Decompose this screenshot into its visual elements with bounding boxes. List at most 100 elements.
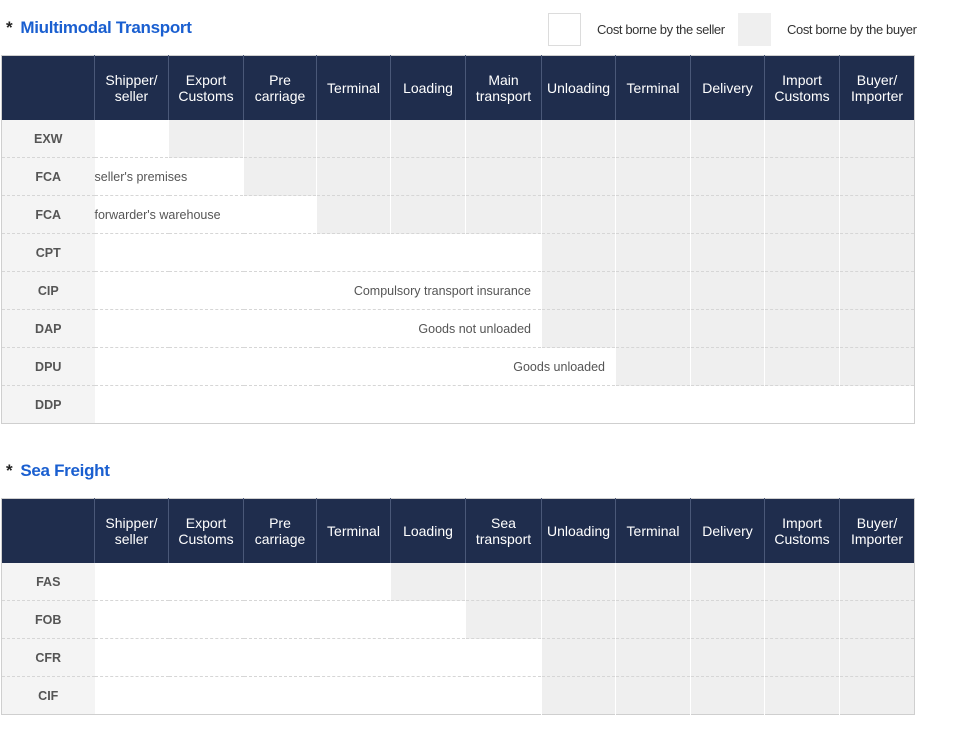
buyer-cost-cell bbox=[839, 233, 915, 272]
column-header: Unloading bbox=[541, 498, 616, 563]
incoterm-label: FCA bbox=[1, 195, 95, 234]
buyer-cost-cell bbox=[690, 600, 765, 639]
seller-cost-span bbox=[94, 676, 542, 715]
buyer-cost-cell bbox=[615, 195, 691, 234]
buyer-cost-cell bbox=[615, 563, 691, 601]
table-row: DDP bbox=[1, 385, 915, 424]
bullet-star: * bbox=[6, 18, 13, 37]
buyer-cost-cell bbox=[615, 676, 691, 715]
multimodal-title: *Miultimodal Transport bbox=[6, 18, 192, 38]
seller-cost-span bbox=[94, 563, 391, 601]
buyer-cost-cell bbox=[541, 233, 616, 272]
buyer-cost-cell bbox=[541, 676, 616, 715]
column-header bbox=[1, 498, 95, 563]
buyer-cost-cell bbox=[390, 157, 466, 196]
column-header: Shipper/ seller bbox=[94, 55, 169, 120]
incoterm-label: CIP bbox=[1, 271, 95, 310]
incoterm-label: CPT bbox=[1, 233, 95, 272]
column-header: Shipper/ seller bbox=[94, 498, 169, 563]
incoterm-label: DDP bbox=[1, 385, 95, 424]
column-header: Loading bbox=[390, 55, 466, 120]
column-header: Import Customs bbox=[764, 498, 840, 563]
column-header: Delivery bbox=[690, 498, 765, 563]
buyer-cost-cell bbox=[764, 676, 840, 715]
buyer-cost-cell bbox=[690, 676, 765, 715]
buyer-cost-cell bbox=[615, 120, 691, 158]
buyer-cost-cell bbox=[764, 195, 840, 234]
buyer-cost-cell bbox=[465, 600, 542, 639]
column-header: Pre carriage bbox=[243, 55, 317, 120]
buyer-cost-cell bbox=[764, 600, 840, 639]
column-header: Export Customs bbox=[168, 498, 244, 563]
incoterm-label: FOB bbox=[1, 600, 95, 639]
legend-buyer-label: Cost borne by the buyer bbox=[787, 22, 917, 37]
incoterm-label: FAS bbox=[1, 563, 95, 601]
buyer-cost-cell bbox=[390, 120, 466, 158]
legend-seller-label: Cost borne by the seller bbox=[597, 22, 725, 37]
buyer-cost-cell bbox=[615, 233, 691, 272]
incoterm-label: CIF bbox=[1, 676, 95, 715]
buyer-cost-cell bbox=[690, 271, 765, 310]
column-header: Main transport bbox=[465, 55, 542, 120]
incoterm-label: CFR bbox=[1, 638, 95, 677]
buyer-cost-cell bbox=[615, 271, 691, 310]
column-header: Terminal bbox=[316, 55, 391, 120]
legend: Cost borne by the seller Cost borne by t… bbox=[548, 13, 928, 46]
sea-freight-title-text: Sea Freight bbox=[20, 461, 110, 480]
buyer-cost-cell bbox=[764, 157, 840, 196]
buyer-cost-cell bbox=[839, 638, 915, 677]
buyer-cost-cell bbox=[243, 157, 317, 196]
buyer-cost-cell bbox=[764, 309, 840, 348]
seller-cost-span bbox=[94, 638, 542, 677]
buyer-cost-cell bbox=[839, 120, 915, 158]
column-header: Buyer/ Importer bbox=[839, 498, 915, 563]
buyer-cost-cell bbox=[390, 563, 466, 601]
buyer-cost-cell bbox=[316, 157, 391, 196]
buyer-cost-cell bbox=[243, 120, 317, 158]
seller-cost-span bbox=[94, 385, 915, 424]
buyer-cost-cell bbox=[390, 195, 466, 234]
buyer-cost-cell bbox=[541, 271, 616, 310]
buyer-cost-cell bbox=[541, 563, 616, 601]
buyer-cost-cell bbox=[764, 347, 840, 386]
bullet-star: * bbox=[6, 461, 13, 480]
buyer-cost-cell bbox=[839, 271, 915, 310]
incoterm-label: DAP bbox=[1, 309, 95, 348]
seller-cost-span: Goods unloaded bbox=[94, 347, 616, 386]
buyer-cost-cell bbox=[615, 347, 691, 386]
incoterm-label: DPU bbox=[1, 347, 95, 386]
column-header: Terminal bbox=[615, 55, 691, 120]
buyer-cost-cell bbox=[839, 347, 915, 386]
legend-seller-swatch bbox=[548, 13, 581, 46]
seller-cost-span bbox=[94, 120, 169, 158]
column-header: Pre carriage bbox=[243, 498, 317, 563]
buyer-cost-cell bbox=[465, 195, 542, 234]
buyer-cost-cell bbox=[839, 676, 915, 715]
buyer-cost-cell bbox=[615, 600, 691, 639]
buyer-cost-cell bbox=[839, 157, 915, 196]
buyer-cost-cell bbox=[839, 309, 915, 348]
column-header: Loading bbox=[390, 498, 466, 563]
buyer-cost-cell bbox=[541, 638, 616, 677]
seller-cost-span: Compulsory transport insurance bbox=[94, 271, 542, 310]
buyer-cost-cell bbox=[690, 347, 765, 386]
buyer-cost-cell bbox=[615, 157, 691, 196]
table-row: CIF bbox=[1, 676, 915, 715]
seller-cost-span bbox=[94, 233, 542, 272]
seller-cost-span bbox=[94, 600, 466, 639]
buyer-cost-cell bbox=[541, 157, 616, 196]
buyer-cost-cell bbox=[839, 563, 915, 601]
column-header: Sea transport bbox=[465, 498, 542, 563]
column-header: Delivery bbox=[690, 55, 765, 120]
buyer-cost-cell bbox=[690, 309, 765, 348]
buyer-cost-cell bbox=[690, 233, 765, 272]
buyer-cost-cell bbox=[316, 120, 391, 158]
column-header: Buyer/ Importer bbox=[839, 55, 915, 120]
column-header: Terminal bbox=[316, 498, 391, 563]
buyer-cost-cell bbox=[541, 120, 616, 158]
column-header: Unloading bbox=[541, 55, 616, 120]
